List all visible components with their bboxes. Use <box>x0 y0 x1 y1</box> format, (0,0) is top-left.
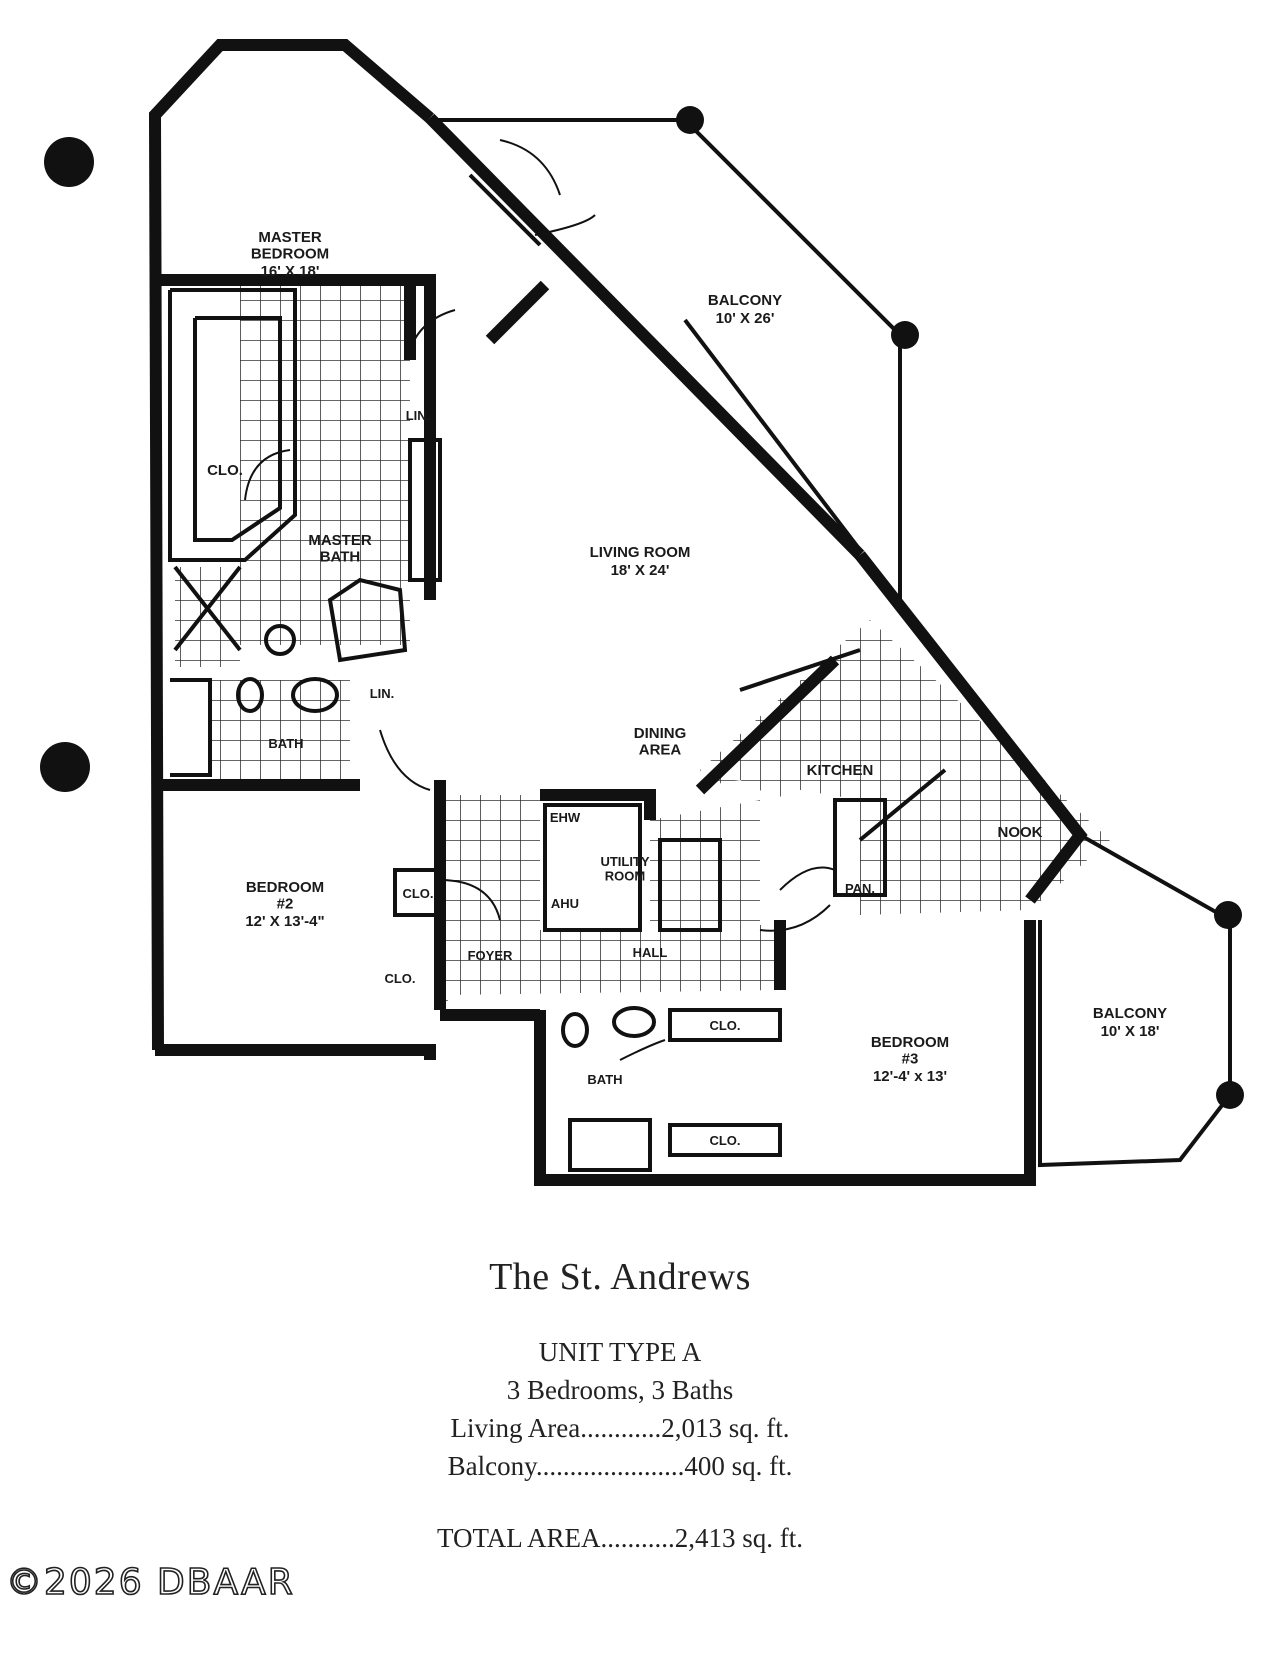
label-clo-bath3-bottom: CLO. <box>709 1133 740 1148</box>
label-lin-2: LIN. <box>370 686 395 701</box>
label-bath-3: BATH <box>587 1072 622 1087</box>
total-area: TOTAL AREA...........2,413 sq. ft. <box>436 1523 804 1553</box>
label-ehw: EHW <box>550 810 581 825</box>
tile-floors <box>175 285 1110 1020</box>
hall-floor <box>440 795 785 1020</box>
label-lin-1: LIN. <box>406 408 431 423</box>
balcony-area: Balcony......................400 sq. ft. <box>447 1451 793 1481</box>
size-bedroom-2: 12' X 13'-4" <box>245 913 324 930</box>
size-living-room: 18' X 24' <box>611 562 670 579</box>
label-ahu: AHU <box>551 896 579 911</box>
label-foyer: FOYER <box>468 948 513 963</box>
columns <box>676 106 1244 1109</box>
unit-type: UNIT TYPE A <box>538 1337 702 1367</box>
label-bath-2: BATH <box>268 736 303 751</box>
label-clo-bath3-top: CLO. <box>709 1018 740 1033</box>
size-master-bedroom: 16' X 18' <box>261 263 320 280</box>
thin-walls <box>168 118 1232 1172</box>
size-balcony-1: 10' X 26' <box>716 310 775 327</box>
size-balcony-2: 10' X 18' <box>1101 1023 1160 1040</box>
label-living-room: LIVING ROOM <box>590 544 691 561</box>
label-clo-foyer: CLO. <box>402 886 433 901</box>
master-bath-floor <box>240 285 410 645</box>
label-clo-master: CLO. <box>207 462 243 479</box>
label-bedroom-2: BEDROOM#2 <box>246 879 324 913</box>
label-hall: HALL <box>633 945 668 960</box>
copyright-watermark: ©2026 DBAAR <box>5 1561 295 1604</box>
label-kitchen: KITCHEN <box>807 762 874 779</box>
bath2-floor <box>210 680 350 785</box>
outer-walls <box>148 39 1088 1186</box>
size-bedroom-3: 12'-4' x 13' <box>873 1068 947 1085</box>
label-nook: NOOK <box>998 824 1043 841</box>
unit-summary: The St. Andrews UNIT TYPE A 3 Bedrooms, … <box>340 1255 900 1557</box>
punch-hole-top <box>44 137 94 187</box>
label-pantry: PAN. <box>845 881 875 896</box>
living-area: Living Area............2,013 sq. ft. <box>450 1413 790 1443</box>
plan-title: The St. Andrews <box>489 1256 751 1298</box>
door-swings <box>244 139 836 1061</box>
bedrooms-baths: 3 Bedrooms, 3 Baths <box>506 1375 734 1405</box>
label-bedroom-3: BEDROOM#3 <box>871 1034 949 1068</box>
label-balcony-1: BALCONY <box>708 292 782 309</box>
punch-hole-bottom <box>40 742 90 792</box>
label-clo-bedroom2: CLO. <box>384 971 415 986</box>
label-balcony-2: BALCONY <box>1093 1005 1167 1022</box>
